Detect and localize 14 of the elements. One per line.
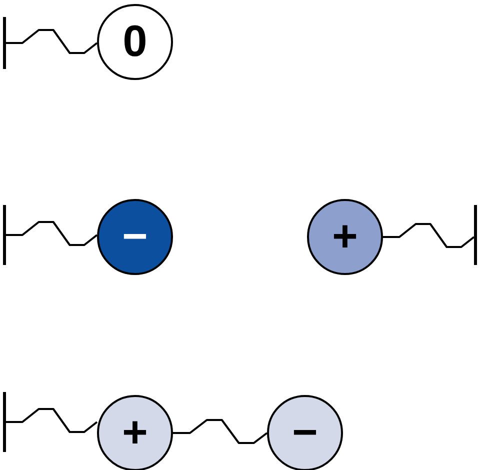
surface-wall: [3, 205, 6, 265]
zigzag-chain: [6, 29, 98, 54]
charge-label: +: [332, 215, 358, 259]
surface-wall: [3, 392, 6, 452]
zigzag-chain: [173, 419, 268, 444]
charge-label: −: [292, 411, 318, 455]
charge-label: +: [122, 411, 148, 455]
zigzag-chain: [6, 221, 98, 246]
zigzag-chain: [383, 223, 475, 248]
charge-label: 0: [122, 20, 148, 64]
zigzag-chain: [6, 408, 98, 433]
charge-label: −: [122, 215, 148, 259]
surface-wall: [474, 205, 477, 265]
surface-wall: [3, 17, 6, 69]
